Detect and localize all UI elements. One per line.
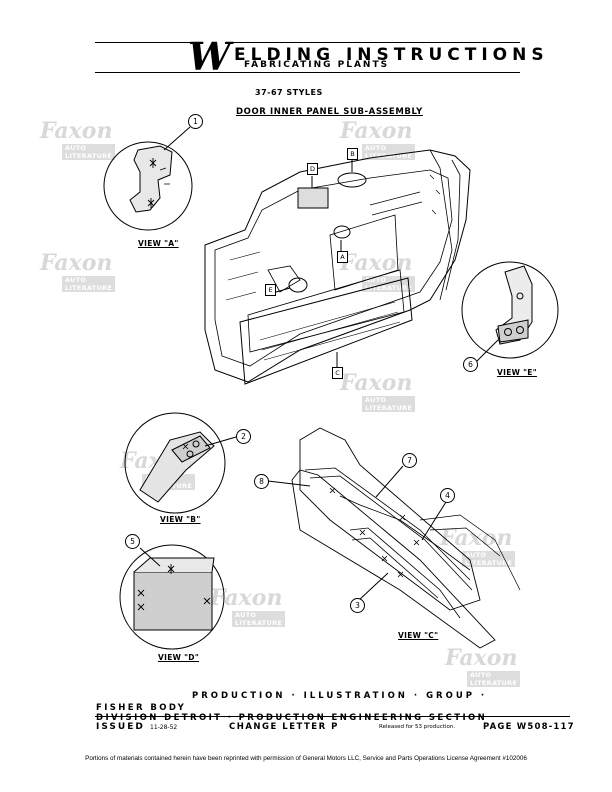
watermark-sub: AUTO LITERATURE bbox=[462, 551, 516, 567]
page-title: ELDING INSTRUCTIONS bbox=[234, 45, 549, 65]
callout-5: 5 bbox=[125, 534, 140, 549]
watermark-brand: Faxon bbox=[40, 118, 113, 144]
watermark-sub: AUTO LITERATURE bbox=[62, 144, 116, 160]
callout-3: 3 bbox=[350, 598, 365, 613]
box-label-b: B bbox=[347, 148, 358, 160]
change-letter: CHANGE LETTER P bbox=[229, 722, 339, 732]
watermark-brand: Faxon bbox=[440, 525, 513, 551]
issued-label: ISSUED bbox=[96, 722, 145, 732]
title-initial: W bbox=[188, 34, 231, 79]
box-label-a: A bbox=[337, 251, 348, 263]
box-label-e: E bbox=[265, 284, 276, 296]
view-b-label: VIEW "B" bbox=[160, 515, 201, 524]
callout-7: 7 bbox=[402, 453, 417, 468]
box-label-c: C bbox=[332, 367, 343, 379]
header-rule-top-right bbox=[230, 42, 520, 43]
page-number: PAGE W508-117 bbox=[483, 722, 575, 732]
door-inner-panel bbox=[204, 149, 471, 385]
view-c-detail bbox=[267, 427, 521, 649]
callout-8: 8 bbox=[254, 474, 269, 489]
view-d-label: VIEW "D" bbox=[158, 653, 200, 662]
release-note: Released for 53 production. bbox=[379, 724, 456, 730]
watermark-sub: AUTO LITERATURE bbox=[232, 611, 286, 627]
permission-note: Portions of materials contained herein h… bbox=[85, 755, 527, 762]
issued-date: 11-28-52 bbox=[150, 724, 178, 731]
callout-2: 2 bbox=[236, 429, 251, 444]
callout-6: 6 bbox=[463, 357, 478, 372]
watermark-sub: AUTO LITERATURE bbox=[467, 671, 521, 687]
watermark-brand: Faxon bbox=[210, 585, 283, 611]
assembly-title: DOOR INNER PANEL SUB-ASSEMBLY bbox=[236, 107, 423, 117]
watermark-brand: Faxon bbox=[445, 645, 518, 671]
header-rule-top-left bbox=[95, 42, 195, 43]
box-label-d: D bbox=[307, 163, 318, 175]
watermark-brand: Faxon bbox=[340, 118, 413, 144]
footer-rule bbox=[95, 716, 570, 717]
watermark-brand: Faxon bbox=[40, 250, 113, 276]
styles-label: 37-67 STYLES bbox=[255, 88, 323, 97]
view-c-label: VIEW "C" bbox=[398, 631, 439, 640]
view-a-detail bbox=[103, 126, 193, 231]
callout-1: 1 bbox=[188, 114, 203, 129]
view-e-label: VIEW "E" bbox=[497, 368, 537, 377]
view-b-detail bbox=[124, 412, 237, 514]
page-subtitle: FABRICATING PLANTS bbox=[244, 60, 390, 70]
fisher-body: FISHER BODY bbox=[96, 703, 187, 713]
view-d-detail bbox=[119, 544, 225, 650]
callout-4: 4 bbox=[440, 488, 455, 503]
watermark-sub: AUTO LITERATURE bbox=[362, 396, 416, 412]
footer-division-line: FISHER BODYDIVISION DETROIT · PRODUCTION… bbox=[96, 703, 526, 723]
production-group: PRODUCTION · ILLUSTRATION · GROUP · bbox=[192, 691, 488, 701]
watermark-sub: AUTO LITERATURE bbox=[62, 276, 116, 292]
division-section: DIVISION DETROIT · PRODUCTION ENGINEERIN… bbox=[96, 713, 488, 723]
watermark-brand: Faxon bbox=[340, 370, 413, 396]
header-rule-bottom bbox=[95, 72, 520, 73]
view-e-detail bbox=[461, 261, 559, 363]
view-a-label: VIEW "A" bbox=[138, 239, 179, 248]
